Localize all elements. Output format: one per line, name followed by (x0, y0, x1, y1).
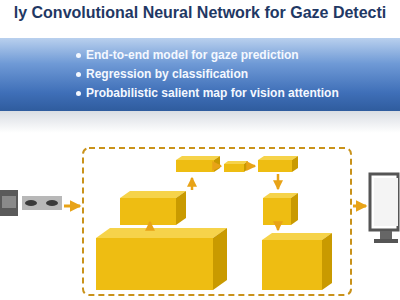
bullet-dot (76, 91, 81, 96)
bullet-text: End-to-end model for gaze prediction (86, 48, 299, 62)
bullet-item: Regression by classification (0, 65, 394, 84)
bullet-dot (76, 53, 81, 58)
network-frame (83, 148, 351, 295)
bullet-text: Regression by classification (86, 67, 248, 81)
bullet-item: Probabilistic salient map for vision att… (0, 84, 394, 103)
bullet-text: Probabilistic salient map for vision att… (86, 86, 339, 100)
slide-title: ly Convolutional Neural Network for Gaze… (4, 4, 396, 22)
layer-blocks (96, 156, 332, 290)
eye-image (0, 190, 62, 216)
bullet-item: End-to-end model for gaze prediction (0, 46, 394, 65)
shadow-fade (0, 111, 400, 133)
bullet-dot (76, 72, 81, 77)
flow-arrows (150, 166, 278, 230)
output-arrow (353, 205, 366, 208)
monitor-icon (370, 174, 398, 243)
input-arrow (64, 205, 80, 208)
bullet-band: End-to-end model for gaze predictionRegr… (0, 38, 400, 111)
